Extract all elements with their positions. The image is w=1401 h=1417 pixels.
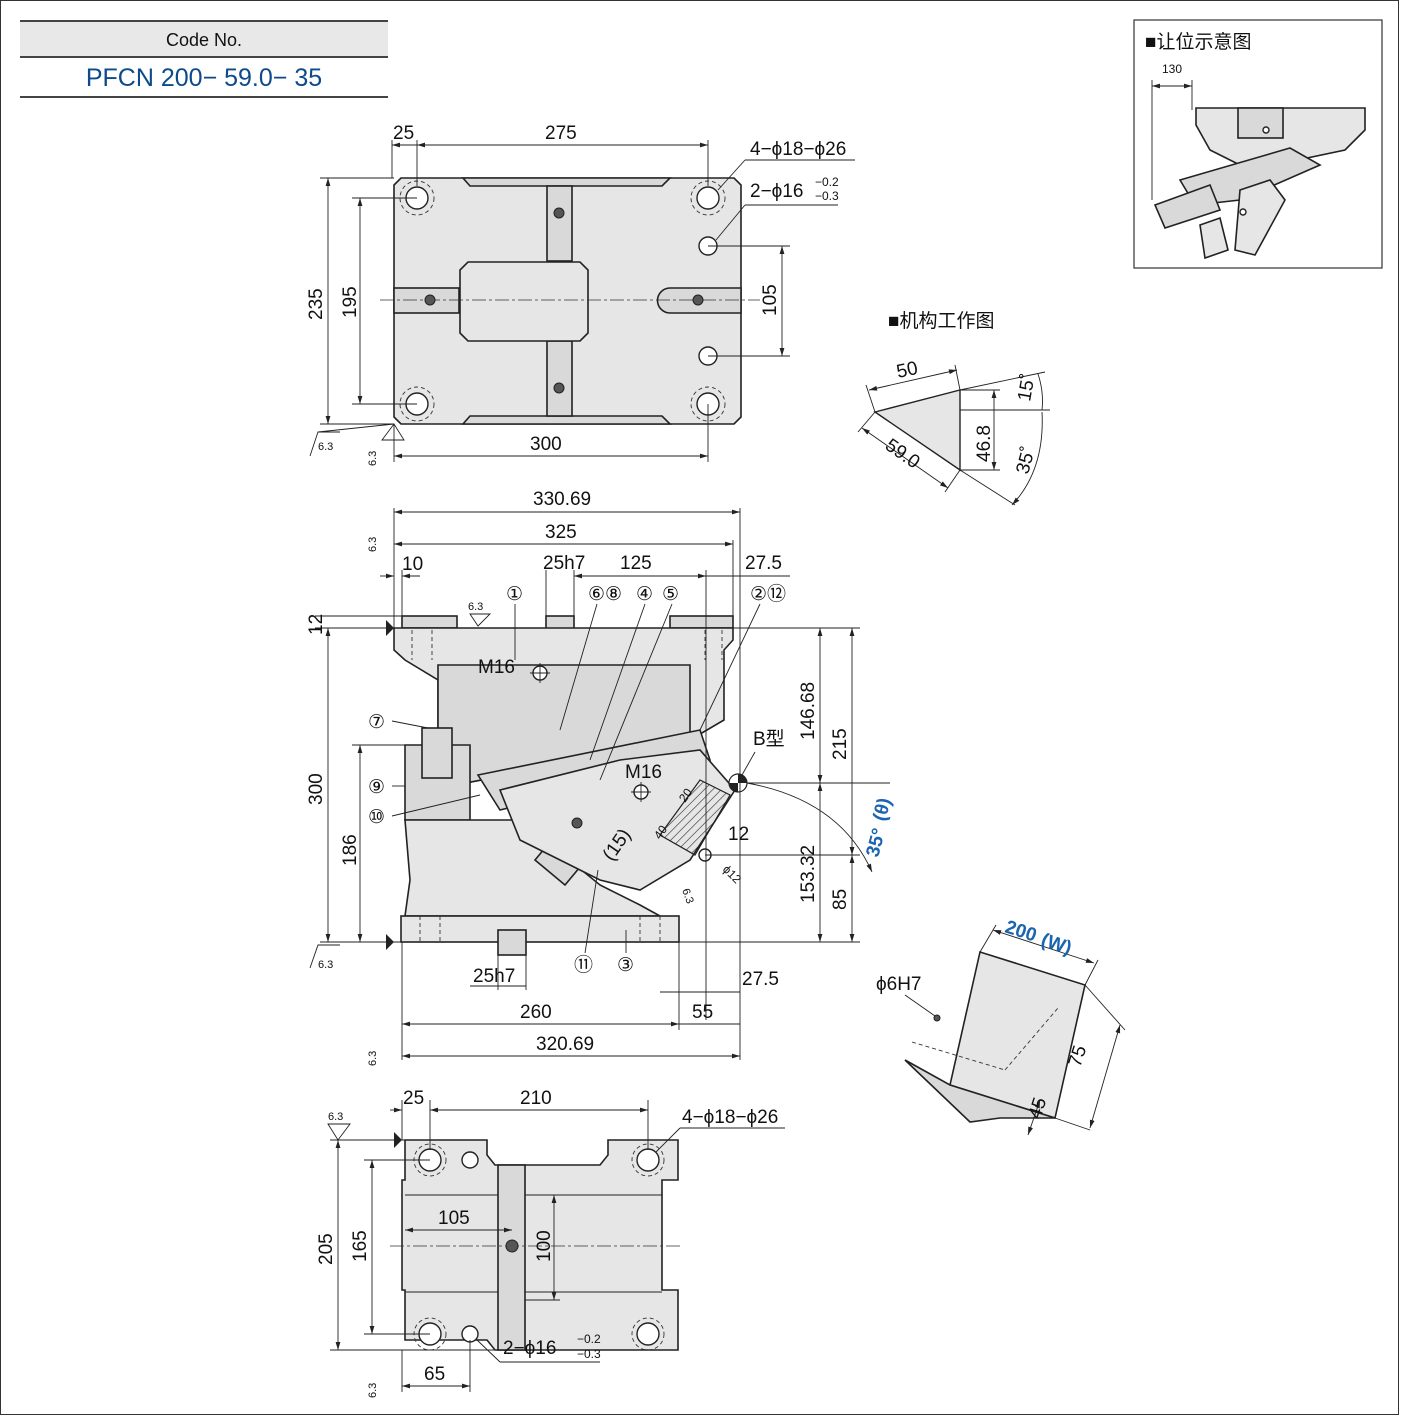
top-view: 25 275 235 195 105 300 4−ϕ18−ϕ26 2−ϕ16 −…: [306, 123, 855, 466]
clearance-diagram: ■让位示意图 130: [1133, 19, 1383, 269]
dim-side-186: 186: [340, 834, 361, 866]
bot-holes-4: 4−ϕ18−ϕ26: [682, 1107, 778, 1128]
phi-12: ϕ12: [720, 862, 744, 886]
dim-side-25h7-bot: 25h7: [473, 966, 515, 987]
iso-width: 200: [1002, 917, 1039, 947]
mech-46-8: 46.8: [974, 425, 995, 462]
dim-side-300: 300: [306, 773, 327, 805]
dim-side-27-5-bot: 27.5: [742, 969, 779, 990]
top-holes-2-tol-lower: −0.3: [815, 189, 839, 203]
roughness-side-bottom-left: 6.3: [367, 1051, 379, 1066]
dim-side-153-32: 153.32: [798, 845, 819, 903]
part-1: ①: [506, 584, 523, 605]
dim-bot-105: 105: [438, 1208, 470, 1229]
dim-top-275: 275: [545, 123, 577, 144]
roughness-top-left: 6.3: [318, 441, 333, 453]
dim-bot-205: 205: [316, 1233, 337, 1265]
m16-top: M16: [478, 657, 515, 678]
iso-w: (W): [1038, 930, 1074, 959]
dim-bot-165: 165: [350, 1230, 371, 1262]
dim-side-27-5-top: 27.5: [745, 553, 782, 574]
dim-side-215: 215: [830, 728, 851, 760]
roughness-bot-top: 6.3: [328, 1111, 343, 1123]
code-label: Code No.: [20, 20, 388, 58]
code-number-box: Code No. PFCN 200− 59.0− 35: [20, 20, 388, 98]
part-10: ⑩: [368, 807, 385, 828]
dim-side-85: 85: [830, 889, 851, 910]
dim-top-25: 25: [393, 123, 414, 144]
roughness-side-top: 6.3: [468, 601, 483, 613]
dim-side-320-69: 320.69: [536, 1034, 594, 1055]
clearance-title: ■让位示意图: [1145, 31, 1251, 53]
part-5: ⑤: [662, 584, 679, 605]
roughness-side-bottom: 6.3: [318, 959, 333, 971]
dim-top-235: 235: [306, 288, 327, 320]
part-7: ⑦: [368, 712, 385, 733]
dim-side-125: 125: [620, 553, 652, 574]
part-3: ③: [617, 955, 634, 976]
dim-top-195: 195: [340, 286, 361, 318]
top-holes-2: 2−ϕ16: [750, 181, 803, 202]
dim-bot-65: 65: [424, 1364, 445, 1385]
part-9: ⑨: [368, 777, 385, 798]
roughness-bot-left: 6.3: [367, 1383, 379, 1398]
dim-side-325: 325: [545, 522, 577, 543]
code-value: PFCN 200− 59.0− 35: [20, 58, 388, 98]
iso-phi6: ϕ6H7: [876, 974, 922, 995]
mech-50: 50: [895, 358, 920, 383]
dim-bot-25: 25: [403, 1088, 424, 1109]
bot-holes-2-tol-lower: −0.3: [577, 1347, 601, 1361]
part-11: ⑪: [574, 954, 593, 976]
dim-side-25h7-top: 25h7: [543, 553, 585, 574]
dim-top-105: 105: [760, 284, 781, 316]
dim-side-55: 55: [692, 1002, 713, 1023]
part-6-8: ⑥⑧: [588, 584, 622, 605]
bottom-view: 25 210 205 165 105 100 65 4−ϕ18−ϕ26 2−ϕ1…: [316, 1088, 785, 1398]
part-2-12: ②⑫: [750, 583, 786, 605]
dim-12b: 12: [728, 824, 749, 845]
dim-side-330-69: 330.69: [533, 489, 591, 510]
top-holes-4: 4−ϕ18−ϕ26: [750, 139, 846, 160]
roughness-top-bottom: 6.3: [367, 451, 379, 466]
dim-bot-210: 210: [520, 1088, 552, 1109]
dim-side-146-68: 146.68: [798, 682, 819, 740]
angle-35: 35°: [863, 826, 891, 859]
bot-holes-2: 2−ϕ16: [503, 1338, 556, 1359]
bot-holes-2-tol-upper: −0.2: [577, 1332, 601, 1346]
mech-15: 15˚: [1014, 372, 1039, 403]
dim-bot-100: 100: [534, 1230, 555, 1262]
isometric-sketch: 200 (W) ϕ6H7 75 45: [876, 917, 1126, 1136]
dim-top-300: 300: [530, 434, 562, 455]
b-type-label: B型: [753, 728, 785, 750]
mechanism-title: ■机构工作图: [888, 310, 994, 332]
clearance-130: 130: [1162, 62, 1182, 76]
m16-mid: M16: [625, 762, 662, 783]
roughness-side-wedge: 6.3: [679, 887, 696, 905]
dim-side-260: 260: [520, 1002, 552, 1023]
mechanism-diagram: ■机构工作图 50 59.0 46.8 15˚ 35˚: [857, 310, 1050, 506]
side-view: 330.69 325 10 25h7 125 27.5 12 300 186 1…: [306, 489, 896, 1066]
mech-35: 35˚: [1013, 444, 1040, 476]
part-labels: ① ⑥⑧ ④ ⑤ ②⑫ ⑦ ⑨ ⑩ ⑪ ③: [368, 583, 786, 976]
top-holes-2-tol-upper: −0.2: [815, 175, 839, 189]
angle-theta: (θ): [870, 796, 896, 824]
roughness-side-left: 6.3: [367, 537, 379, 552]
part-4: ④: [636, 584, 653, 605]
dim-side-12: 12: [306, 614, 327, 635]
dim-side-10: 10: [402, 554, 423, 575]
